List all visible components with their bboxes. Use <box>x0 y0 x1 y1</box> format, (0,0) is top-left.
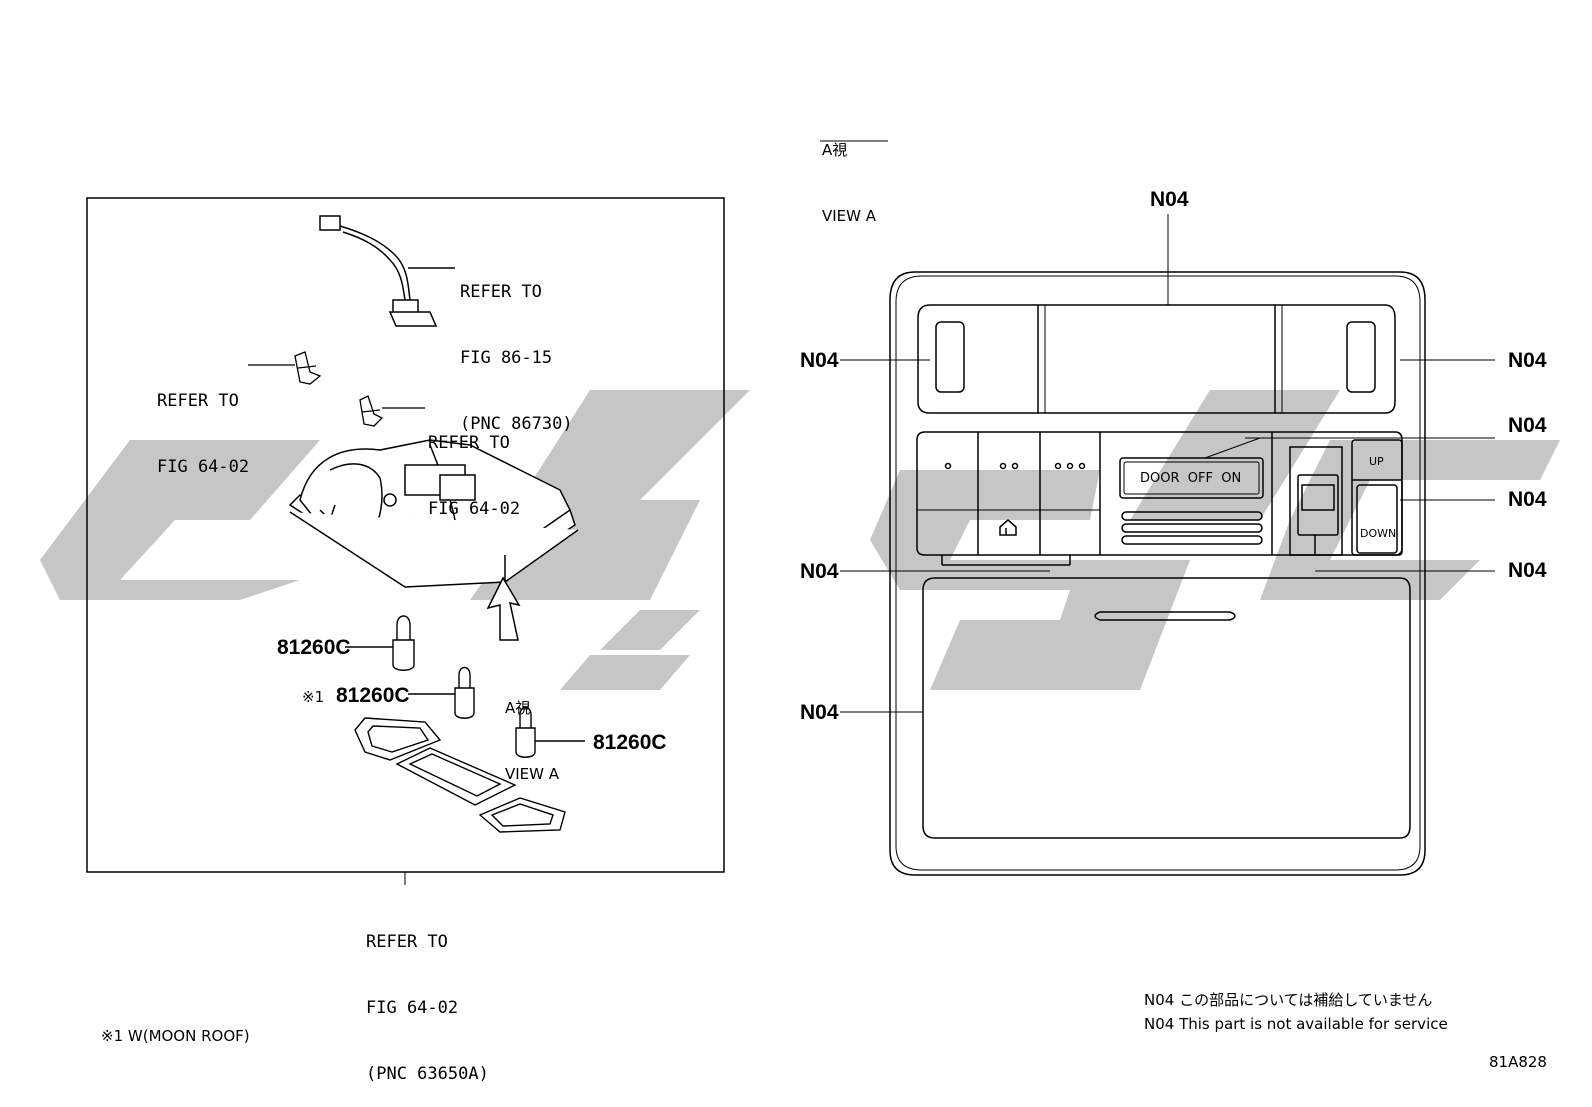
door-switch-label: DOOR OFF ON <box>1140 471 1242 486</box>
figure-id: 81A828 <box>1489 1053 1547 1071</box>
refer-clip-center-label: REFER TO FIG 64-02 <box>428 433 521 519</box>
moon-roof-marker: ※1 <box>302 688 325 706</box>
map-lamp-housing-drawing <box>288 439 579 588</box>
callout-right-3: N04 <box>1508 488 1547 511</box>
part-number-bulb-1: 81260C <box>277 636 351 659</box>
legend-japanese: N04 この部品については補給していません <box>1144 991 1433 1009</box>
view-a-title: A視 VIEW A <box>822 141 877 225</box>
callout-left-3: N04 <box>800 701 839 724</box>
clip-drawing-center <box>359 395 425 427</box>
bulb-drawings <box>345 615 585 758</box>
refer-bottom-label: REFER TO FIG 64-02 (PNC 63650A) <box>366 932 489 1084</box>
lens-drawings <box>354 717 566 833</box>
callout-right-2: N04 <box>1508 414 1547 437</box>
view-a-arrow-label: A視 VIEW A <box>505 699 560 783</box>
watermark-logo <box>40 390 1560 690</box>
down-label: DOWN <box>1360 527 1397 540</box>
footnote-moon-roof: ※1 W(MOON ROOF) <box>101 1027 250 1045</box>
callout-leader-lines <box>840 214 1495 713</box>
callout-left-1: N04 <box>800 349 839 372</box>
up-label: UP <box>1369 455 1384 468</box>
part-number-bulb-2: 81260C <box>336 684 410 707</box>
callout-left-2: N04 <box>800 560 839 583</box>
callout-right-4: N04 <box>1508 559 1547 582</box>
connector-wire-drawing <box>319 215 455 327</box>
overhead-console-drawing <box>889 271 1426 876</box>
part-number-bulb-3: 81260C <box>593 731 667 754</box>
legend-english: N04 This part is not available for servi… <box>1144 1015 1448 1033</box>
refer-connector-label: REFER TO FIG 86-15 (PNC 86730) <box>460 282 573 434</box>
view-a-arrow <box>486 576 521 641</box>
callout-top: N04 <box>1150 188 1189 211</box>
refer-clip-left-label: REFER TO FIG 64-02 <box>157 391 250 477</box>
clip-drawing-left <box>248 351 322 385</box>
callout-right-1: N04 <box>1508 349 1547 372</box>
